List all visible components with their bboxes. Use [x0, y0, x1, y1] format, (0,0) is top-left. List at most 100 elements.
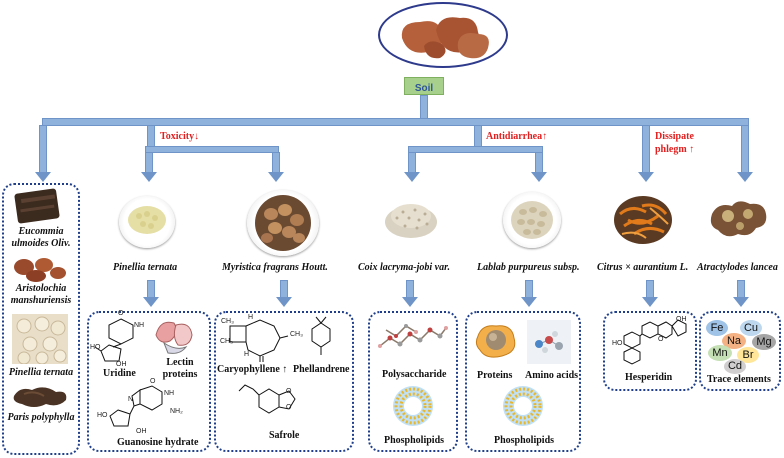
drop-pipe-left-panel	[39, 125, 47, 173]
left-item-paris: Paris polyphylla	[7, 412, 75, 423]
arrow-lablab	[531, 172, 547, 182]
phospholipid-vesicle-coix	[393, 386, 433, 426]
ion-na: Na	[722, 333, 746, 349]
safrole-o2: O	[286, 404, 292, 411]
caryophyllene-ch3-2: CH₃	[220, 338, 233, 345]
guanosine-ho: HO	[97, 412, 108, 419]
stem-coix-compounds	[406, 280, 414, 298]
myristica-bowl-image	[247, 190, 319, 256]
eucommia-bark-image	[14, 188, 60, 224]
arrow-lablab-compounds	[521, 297, 537, 307]
ion-fe: Fe	[706, 320, 728, 336]
drop-pipe-toxicity	[147, 125, 155, 147]
ion-cu: Cu	[740, 320, 762, 336]
arrow-myristica	[268, 172, 284, 182]
compound-lectin-proteins: Lectin proteins	[162, 357, 198, 380]
compound-amino-acids: Amino acids	[525, 370, 579, 381]
atractylodes-rhizome-image	[710, 201, 767, 237]
uridine-ho: HO	[90, 344, 101, 351]
hesperidin-ho: HO	[612, 340, 623, 347]
compound-phospholipids-lablab: Phospholipids	[494, 435, 555, 446]
left-herbs-panel	[2, 183, 80, 455]
citrus-compounds-box	[603, 311, 697, 391]
arrow-left-panel	[35, 172, 51, 182]
compound-uridine: Uridine	[103, 368, 136, 379]
coix-compounds-box	[368, 311, 458, 452]
soil-label-box: Soil	[404, 77, 444, 95]
toxicity-branch-pipe	[145, 146, 279, 153]
stem-pinellia-compounds	[147, 280, 155, 298]
uridine-n: NH	[134, 322, 145, 329]
arrow-coix	[404, 172, 420, 182]
drop-pipe-coix	[408, 152, 416, 173]
soil-stem-pipe	[420, 95, 428, 119]
left-item-aristolochia: Aristolochia manshuriensis	[10, 283, 72, 306]
herb-lablab-name: Lablab purpureus subsp.	[477, 262, 580, 273]
compound-safrole: Safrole	[269, 430, 300, 441]
herb-citrus-name: Citrus × aurantium L.	[597, 262, 689, 273]
guanosine-nh: NH	[164, 390, 175, 397]
drop-pipe-pinellia	[145, 152, 153, 173]
ion-br: Br	[737, 347, 759, 363]
caryophyllene-structure	[229, 319, 289, 362]
hesperidin-oh-1: OH	[676, 316, 687, 323]
soil-image-frame	[378, 2, 508, 68]
compound-caryophyllene: Caryophyllene ↑	[217, 364, 288, 375]
safrole-o1: O	[286, 388, 292, 395]
drop-pipe-myristica	[272, 152, 280, 173]
drop-pipe-citrus	[642, 125, 650, 173]
arrow-pinellia	[141, 172, 157, 182]
amino-acids-image	[527, 320, 571, 364]
arrow-citrus	[638, 172, 654, 182]
top-horizontal-pipe	[42, 118, 749, 126]
compound-polysaccharide: Polysaccharide	[382, 369, 447, 380]
herb-coix-name: Coix lacryma-jobi var.	[358, 262, 450, 273]
lablab-plate-image	[503, 192, 561, 248]
compound-trace-elements: Trace elements	[707, 374, 771, 385]
aristolochia-seeds-image	[14, 258, 66, 282]
soil-label: Soil	[414, 83, 434, 94]
herb-myristica-name: Myristica fragrans Houtt.	[222, 262, 328, 273]
dissipate-label-line2: phlegm ↑	[655, 144, 695, 155]
drop-pipe-atractylodes	[741, 125, 749, 173]
uridine-oh: OH	[116, 361, 127, 368]
compound-hesperidin: Hesperidin	[625, 372, 673, 383]
herb-pinellia-name: Pinellia ternata	[113, 262, 178, 273]
arrow-citrus-compounds	[642, 297, 658, 307]
caryophyllene-h2: H	[244, 351, 250, 358]
coix-seeds-image	[385, 204, 437, 238]
arrow-pinellia-compounds	[143, 297, 159, 307]
polysaccharide-image	[378, 324, 448, 348]
citrus-peel-image	[614, 196, 672, 244]
caryophyllene-ch3-3: CH₃	[290, 331, 303, 338]
pinellia-plate-image	[119, 196, 175, 248]
arrow-atractylodes-compounds	[733, 297, 749, 307]
ion-mg: Mg	[752, 334, 776, 350]
compound-proteins: Proteins	[477, 370, 513, 381]
drop-pipe-lablab	[535, 152, 543, 173]
arrow-coix-compounds	[402, 297, 418, 307]
compound-guanosine-hydrate: Guanosine hydrate	[117, 437, 199, 448]
phospholipid-vesicle-lablab	[503, 386, 543, 426]
safrole-structure	[238, 384, 296, 414]
myristica-compounds-box	[214, 311, 354, 452]
arrow-myristica-compounds	[276, 297, 292, 307]
caryophyllene-ch3-1: CH₃	[221, 318, 234, 325]
hesperidin-o: O	[658, 336, 664, 343]
left-item-eucommia: Eucommia ulmoides Oliv.	[11, 226, 71, 249]
compound-phospholipids-coix: Phospholipids	[384, 435, 445, 446]
soil-lumps-image	[401, 17, 489, 59]
antidiarrhea-label: Antidiarrhea↑	[486, 131, 548, 142]
antidiarrhea-branch-pipe	[408, 146, 543, 153]
left-item-pinellia: Pinellia ternata	[8, 367, 74, 378]
pinellia-compounds-box	[87, 311, 211, 452]
proteins-image	[475, 325, 516, 358]
drop-pipe-antidiarrhea	[474, 125, 482, 148]
guanosine-structure	[109, 385, 163, 427]
toxicity-label: Toxicity↓	[160, 131, 200, 142]
lectin-proteins-image	[155, 321, 193, 354]
ion-mn: Mn	[708, 345, 732, 361]
arrow-atractylodes	[737, 172, 753, 182]
atractylodes-compounds-box	[699, 311, 781, 391]
uridine-structure	[94, 318, 134, 362]
